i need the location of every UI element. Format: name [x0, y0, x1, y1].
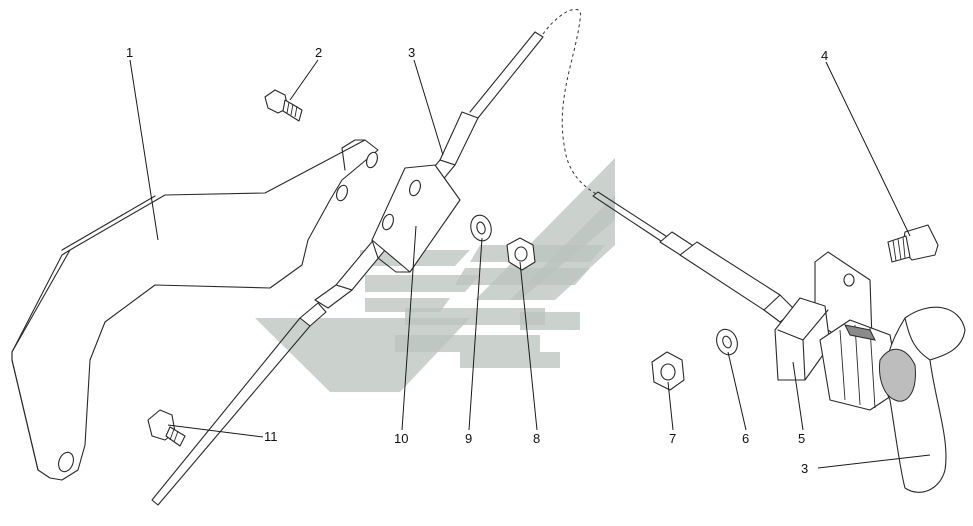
- control-cable-right: [592, 191, 796, 323]
- bracket-part-1: [11, 139, 379, 481]
- clamp-part-10: [371, 164, 461, 273]
- callout-4: 4: [821, 48, 828, 63]
- callout-5: 5: [798, 431, 805, 446]
- lock-washer-part-6: [716, 328, 738, 356]
- callout-8: 8: [533, 431, 540, 446]
- callout-10: 10: [394, 431, 408, 446]
- nut-part-7: [651, 351, 685, 391]
- bracket-part-5: [774, 251, 873, 381]
- cable-connection-dashed: [542, 8, 599, 196]
- nut-part-8: [506, 237, 536, 271]
- callout-9: 9: [465, 431, 472, 446]
- bolt-part-2: [264, 89, 303, 122]
- callout-11: 11: [264, 429, 278, 444]
- lock-washer-part-9: [470, 214, 492, 242]
- callout-1: 1: [126, 45, 133, 60]
- callout-7: 7: [669, 431, 676, 446]
- callout-2: 2: [315, 45, 322, 60]
- callout-6: 6: [742, 431, 749, 446]
- leader-lines: [129, 59, 931, 469]
- bolt-part-11: [147, 409, 186, 447]
- bolt-part-4: [887, 224, 939, 263]
- callout-3-top: 3: [408, 45, 415, 60]
- t-handle-part-3: [879, 306, 966, 493]
- watermark-logo: [255, 158, 615, 392]
- callout-labels: 1 2 3 4 5 3 6 7 8 9 10 11: [126, 45, 828, 476]
- callout-3-bottom: 3: [801, 461, 808, 476]
